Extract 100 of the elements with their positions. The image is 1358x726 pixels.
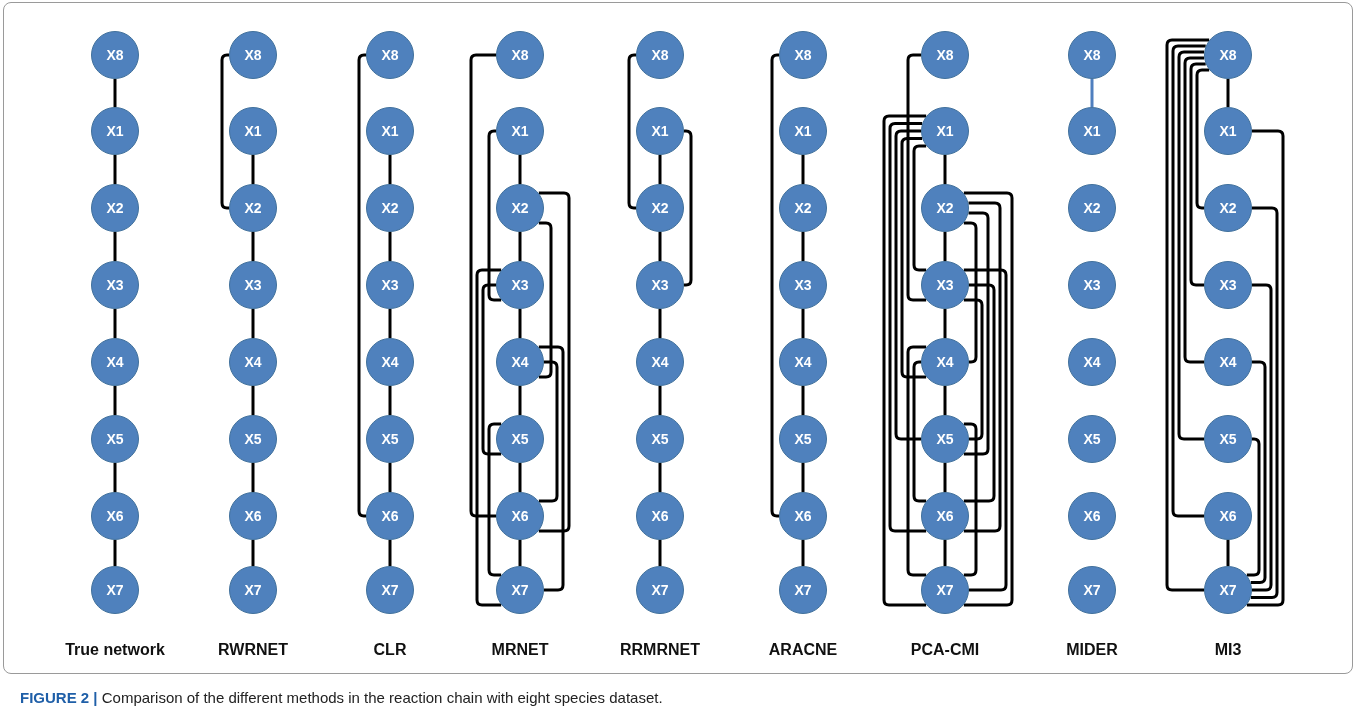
network-node: X7 bbox=[366, 566, 414, 614]
network-node: X8 bbox=[91, 31, 139, 79]
connector-line bbox=[894, 129, 921, 441]
connector-line bbox=[113, 79, 117, 107]
network-node: X6 bbox=[921, 492, 969, 540]
network-node: X5 bbox=[229, 415, 277, 463]
connector-line bbox=[518, 463, 522, 492]
network-node: X6 bbox=[636, 492, 684, 540]
network-node: X3 bbox=[636, 261, 684, 309]
network-node: X6 bbox=[496, 492, 544, 540]
connector-line bbox=[801, 540, 805, 566]
network-node: X8 bbox=[229, 31, 277, 79]
network-node: X2 bbox=[1068, 184, 1116, 232]
network-node: X3 bbox=[921, 261, 969, 309]
connector-line bbox=[963, 201, 1002, 533]
method-label: MRNET bbox=[491, 641, 549, 659]
connector-line bbox=[1165, 38, 1210, 592]
network-node: X4 bbox=[779, 338, 827, 386]
connector-line bbox=[251, 463, 255, 492]
connector-line bbox=[943, 540, 947, 566]
connector-line bbox=[113, 232, 117, 261]
method-label: True network bbox=[65, 641, 165, 659]
connector-line bbox=[943, 386, 947, 415]
connector-line bbox=[906, 345, 927, 577]
network-node: X3 bbox=[366, 261, 414, 309]
network-node: X7 bbox=[636, 566, 684, 614]
network-node: X3 bbox=[1204, 261, 1252, 309]
network-node: X2 bbox=[91, 184, 139, 232]
connector-line bbox=[963, 191, 1014, 607]
network-node: X8 bbox=[636, 31, 684, 79]
network-node: X8 bbox=[366, 31, 414, 79]
network-node: X4 bbox=[91, 338, 139, 386]
network-node: X6 bbox=[1068, 492, 1116, 540]
connector-line bbox=[388, 540, 392, 566]
network-node: X3 bbox=[229, 261, 277, 309]
connector-line bbox=[113, 155, 117, 184]
network-node: X8 bbox=[1204, 31, 1252, 79]
connector-line bbox=[113, 540, 117, 566]
network-node: X1 bbox=[366, 107, 414, 155]
connector-line bbox=[475, 268, 502, 607]
network-node: X5 bbox=[366, 415, 414, 463]
method-label: RRMRNET bbox=[620, 641, 700, 659]
network-node: X2 bbox=[229, 184, 277, 232]
network-node: X7 bbox=[496, 566, 544, 614]
network-node: X8 bbox=[496, 31, 544, 79]
method-label: CLR bbox=[373, 641, 407, 659]
connector-line bbox=[900, 136, 927, 379]
connector-line bbox=[912, 360, 927, 503]
connector-line bbox=[518, 155, 522, 184]
connector-line bbox=[1246, 129, 1285, 607]
network-node: X2 bbox=[366, 184, 414, 232]
network-node: X2 bbox=[496, 184, 544, 232]
connector-line bbox=[943, 463, 947, 492]
connector-line bbox=[518, 232, 522, 261]
connector-line bbox=[518, 540, 522, 566]
network-node: X2 bbox=[1204, 184, 1252, 232]
method-label: MI3 bbox=[1214, 641, 1242, 659]
network-node: X5 bbox=[921, 415, 969, 463]
network-node: X6 bbox=[779, 492, 827, 540]
connector-line bbox=[388, 309, 392, 338]
network-node: X3 bbox=[779, 261, 827, 309]
method-label: PCA-CMI bbox=[910, 641, 980, 659]
connector-line bbox=[113, 463, 117, 492]
connector-line bbox=[658, 309, 662, 338]
connector-line bbox=[912, 144, 927, 272]
connector-line bbox=[1171, 44, 1206, 518]
network-node: X5 bbox=[636, 415, 684, 463]
connector-line bbox=[658, 155, 662, 184]
network-node: X2 bbox=[921, 184, 969, 232]
connector-line bbox=[113, 386, 117, 415]
connector-line bbox=[658, 386, 662, 415]
network-node: X4 bbox=[1204, 338, 1252, 386]
network-node: X5 bbox=[91, 415, 139, 463]
connector-line bbox=[658, 463, 662, 492]
connector-line bbox=[113, 309, 117, 338]
figure-caption: FIGURE 2 | Comparison of the different methods in the reaction chain with eight species dataset. bbox=[20, 689, 663, 706]
network-node: X1 bbox=[636, 107, 684, 155]
connector-line bbox=[1090, 79, 1094, 107]
network-node: X6 bbox=[91, 492, 139, 540]
connector-line bbox=[1226, 79, 1230, 107]
connector-line bbox=[658, 232, 662, 261]
network-node: X6 bbox=[366, 492, 414, 540]
connector-line bbox=[251, 309, 255, 338]
connector-line bbox=[943, 155, 947, 184]
network-node: X3 bbox=[496, 261, 544, 309]
connector-line bbox=[388, 232, 392, 261]
connector-line bbox=[1252, 283, 1273, 592]
connector-line bbox=[251, 155, 255, 184]
network-node: X4 bbox=[921, 338, 969, 386]
network-node: X4 bbox=[1068, 338, 1116, 386]
connector-line bbox=[1246, 437, 1261, 577]
connector-line bbox=[906, 53, 927, 302]
connector-line bbox=[801, 155, 805, 184]
connector-line bbox=[538, 191, 571, 533]
network-node: X4 bbox=[366, 338, 414, 386]
connector-line bbox=[1195, 68, 1210, 210]
connector-line bbox=[882, 114, 927, 607]
network-node: X2 bbox=[779, 184, 827, 232]
connector-line bbox=[518, 386, 522, 415]
network-node: X1 bbox=[1204, 107, 1252, 155]
